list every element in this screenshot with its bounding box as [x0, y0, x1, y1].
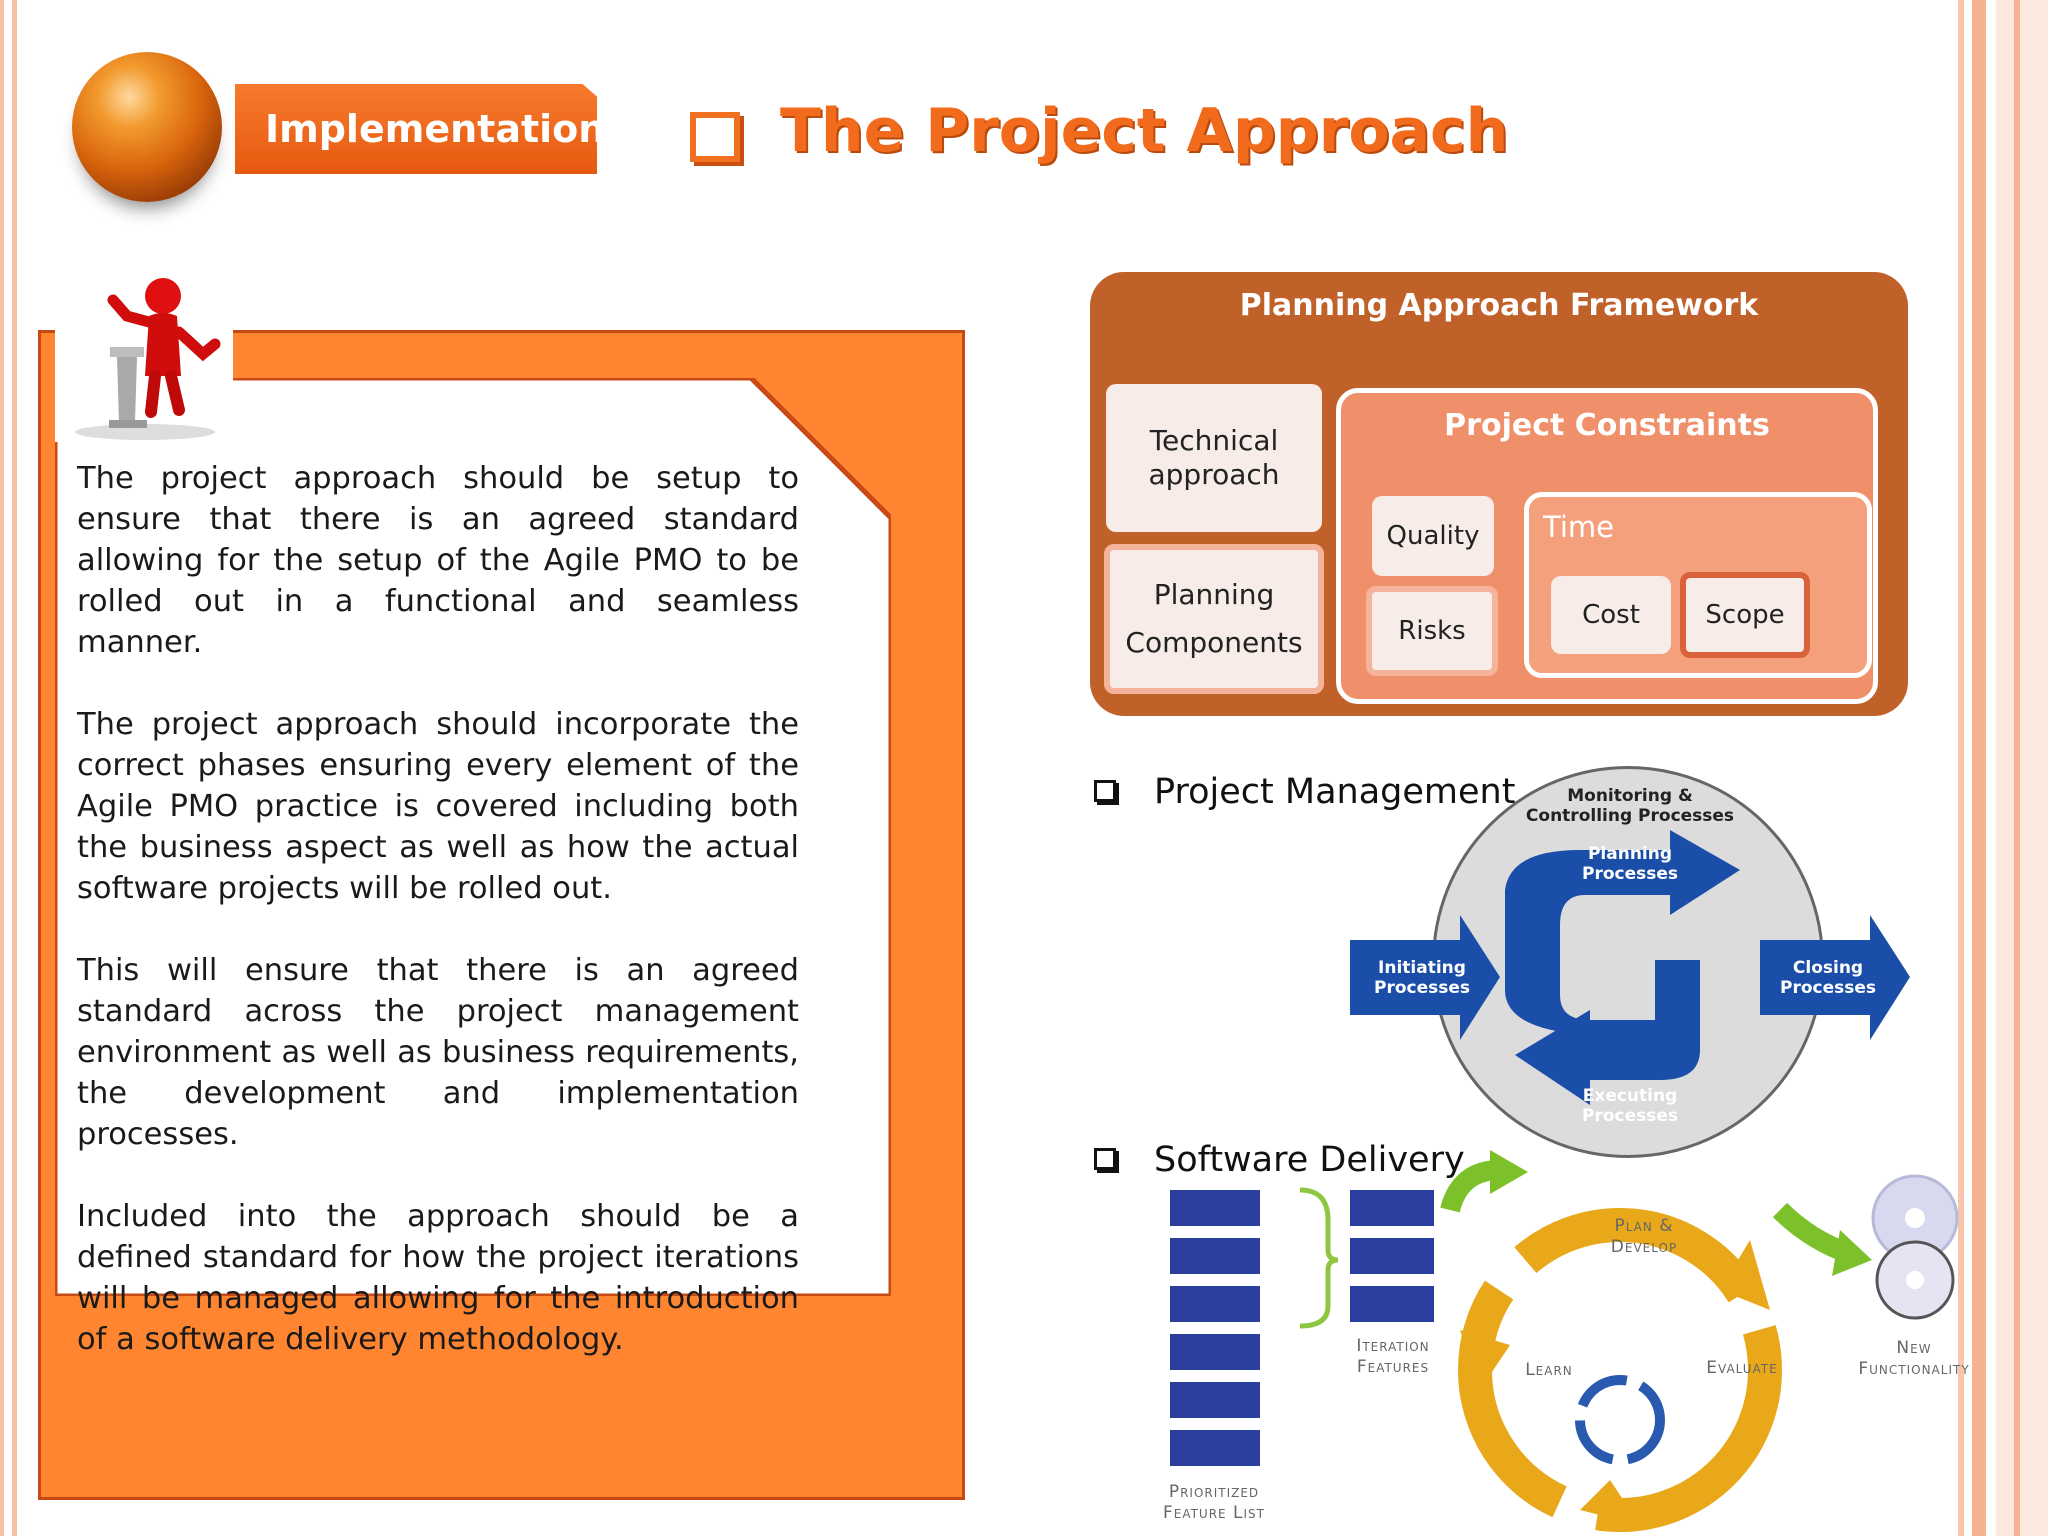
cost-label: Cost [1582, 600, 1640, 630]
evaluate-label: Evaluate [1706, 1358, 1778, 1378]
software-delivery-heading: Software Delivery [1154, 1140, 1465, 1180]
decor-stripe [1972, 0, 1986, 1536]
iteration-features-label: Iteration Features [1356, 1336, 1430, 1377]
executing-label: Executing Processes [1581, 1086, 1678, 1126]
technical-approach-card: Technical approach [1106, 384, 1322, 532]
pm-cycle-arrows [1350, 830, 1910, 1105]
risks-card: Risks [1366, 586, 1498, 676]
checkbox-bullet-icon [1094, 1148, 1116, 1170]
quality-label: Quality [1386, 521, 1480, 551]
left-panel-content [55, 378, 891, 1296]
initiating-label: Initiating Processes [1373, 958, 1470, 998]
prioritized-feature-list-label: Prioritized Feature List [1162, 1482, 1266, 1523]
body-text: The project approach should be setup to … [77, 458, 799, 1401]
page-title: The Project Approach [780, 96, 1509, 166]
plan-develop-label: Plan & Develop [1610, 1216, 1678, 1257]
paragraph-1: The project approach should be setup to … [77, 461, 799, 660]
learn-label: Learn [1525, 1360, 1573, 1380]
time-label: Time [1543, 510, 1614, 544]
checkbox-bullet-icon [1094, 780, 1116, 802]
quality-card: Quality [1372, 496, 1494, 576]
scope-card: Scope [1680, 572, 1810, 658]
left-panel-border [55, 378, 891, 1296]
project-constraints-title: Project Constraints [1444, 408, 1770, 443]
framework-title: Planning Approach Framework [1239, 288, 1759, 323]
presenter-icon [75, 278, 221, 440]
planning-components-label: Planning Components [1125, 578, 1303, 659]
paragraph-2: The project approach should incorporate … [77, 707, 799, 906]
decor-stripe [0, 0, 4, 1536]
section-tab: Implementation [235, 84, 597, 174]
project-management-heading: Project Management [1154, 772, 1516, 812]
cost-card: Cost [1551, 576, 1671, 654]
closing-label: Closing Processes [1779, 958, 1876, 998]
paragraph-4: Included into the approach should be a d… [77, 1199, 799, 1357]
risks-label: Risks [1398, 616, 1466, 646]
paragraph-3: This will ensure that there is an agreed… [77, 953, 799, 1152]
checkbox-bullet-icon [690, 112, 740, 162]
planning-processes-label: Planning Processes [1581, 844, 1678, 884]
speaker-illustration [55, 272, 233, 442]
planning-components-card: Planning Components [1104, 544, 1324, 694]
software-delivery-diagram [1170, 1150, 1959, 1532]
orange-orb-logo [72, 52, 222, 202]
decor-stripe [1958, 0, 1964, 1536]
decor-stripe [12, 0, 17, 1536]
monitoring-label: Monitoring & Controlling Processes [1525, 786, 1735, 826]
decor-stripe [1996, 0, 2048, 1536]
technical-approach-label: Technical approach [1148, 424, 1280, 491]
scope-label: Scope [1705, 600, 1785, 630]
decor-stripe [2014, 0, 2020, 1536]
new-functionality-label: New Functionality [1858, 1338, 1970, 1379]
